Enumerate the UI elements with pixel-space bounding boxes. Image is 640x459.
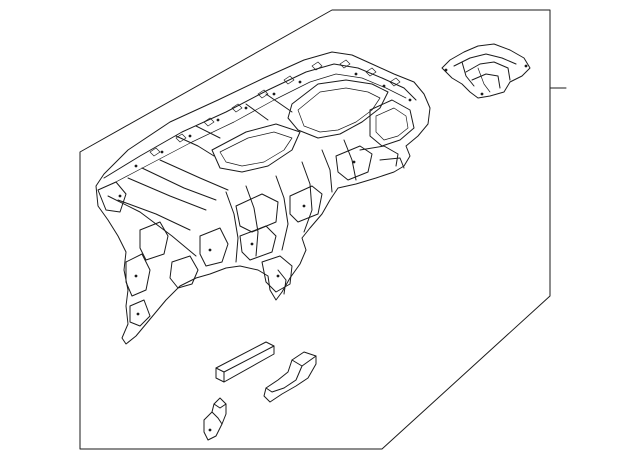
instrument-panel-frame bbox=[95, 51, 431, 345]
small-bracket bbox=[203, 397, 227, 441]
trim-strip bbox=[215, 341, 275, 383]
side-duct bbox=[263, 351, 317, 403]
assembly-frame-box bbox=[79, 9, 551, 450]
corner-bracket bbox=[441, 43, 531, 99]
